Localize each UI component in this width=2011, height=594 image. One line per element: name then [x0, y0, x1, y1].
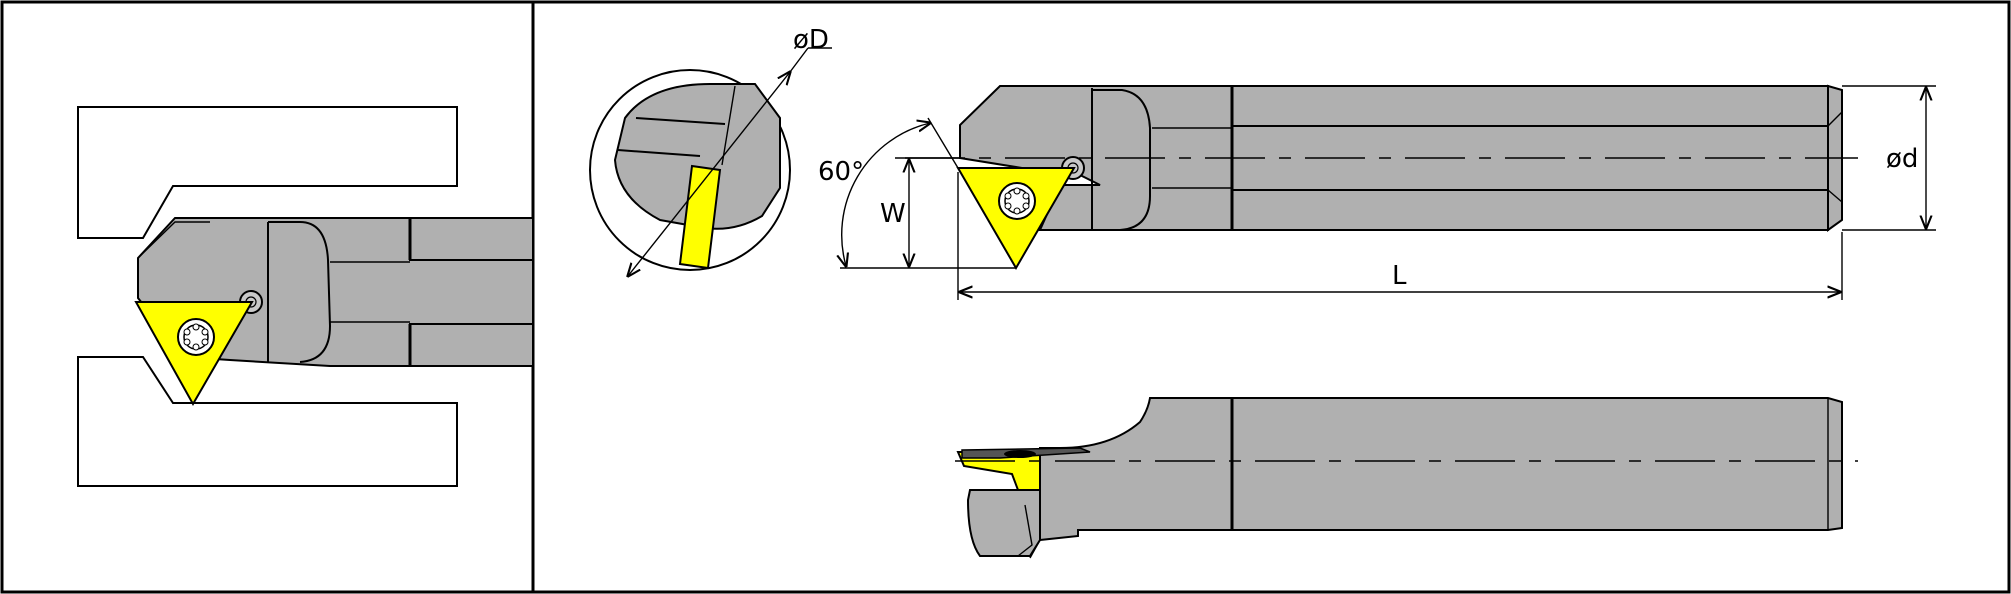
- angle-label: 60°: [818, 157, 864, 187]
- end-view: øD: [589, 25, 832, 276]
- bar-body-side: [1039, 397, 1843, 542]
- workpiece-upper: [77, 106, 458, 239]
- shank-diameter-label: ød: [1886, 144, 1918, 174]
- bar-shank-upper-left: [409, 217, 534, 261]
- angle-arc: [842, 123, 930, 266]
- bar-shank-lower-left: [409, 323, 534, 367]
- l-label: L: [1392, 261, 1407, 291]
- head-underside: [966, 489, 1041, 557]
- bore-section-view: [77, 106, 534, 487]
- workpiece-lower: [77, 356, 458, 487]
- side-view: [955, 397, 1858, 559]
- bore-diameter-line: [628, 72, 790, 276]
- bore-diameter-label: øD: [793, 25, 829, 55]
- w-label: W: [880, 199, 906, 229]
- plan-view: W 60° L ød: [818, 84, 1936, 300]
